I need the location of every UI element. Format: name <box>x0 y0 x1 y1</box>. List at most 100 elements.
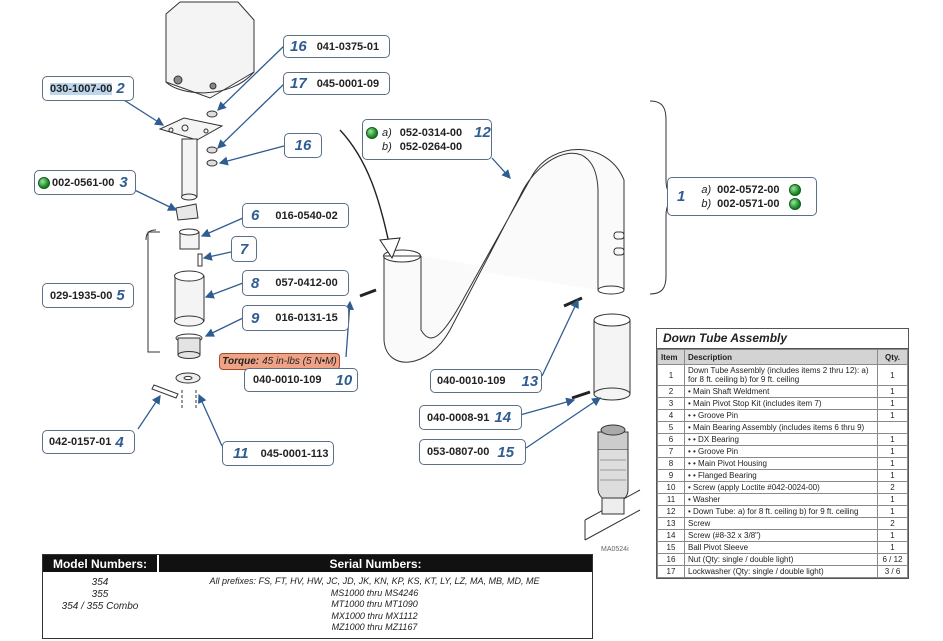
callout-number: 9 <box>251 309 260 327</box>
callout-1: 1 a) 002-0572-00 b) 002-0571-00 <box>667 177 817 216</box>
cell-qty: 2 <box>877 481 908 494</box>
callout-3: 002-0561-00 3 <box>34 170 136 195</box>
callout-15: 053-0807-00 15 <box>419 439 526 465</box>
cell-item: 13 <box>657 517 685 530</box>
callout-9: 9 016-0131-15 <box>242 305 349 331</box>
part-number: 057-0412-00 <box>275 277 338 289</box>
part-number: 045-0001-09 <box>316 77 380 90</box>
callout-number: 13 <box>521 372 539 390</box>
header-description: Description <box>684 349 878 365</box>
main-pivot-housing <box>174 275 205 322</box>
cell-qty: 1 <box>877 457 908 470</box>
callout-13: 040-0010-109 13 <box>430 369 542 393</box>
cell-description: Screw <box>684 517 878 530</box>
callout-number: 4 <box>115 433 124 451</box>
cell-qty: 6 / 12 <box>877 553 908 566</box>
cell-description: • • Groove Pin <box>684 409 878 422</box>
model-number: 354 <box>91 577 109 588</box>
model-number: 355 <box>91 589 109 600</box>
cell-qty: 1 <box>877 433 908 446</box>
cell-qty: 3 / 6 <box>877 565 908 578</box>
ceiling-box <box>165 1 255 99</box>
cell-item: 12 <box>657 505 685 518</box>
cell-description: • • Main Pivot Housing <box>684 457 878 470</box>
drawing-code: MA0524i <box>601 546 629 553</box>
serial-range: MX1000 thru MX1112 <box>331 610 418 621</box>
torque-value: 45 in-lbs (5 N•M) <box>262 356 337 367</box>
part-number: 029-1935-00 <box>50 289 113 302</box>
part-number: 042-0157-01 <box>49 436 112 448</box>
green-dot-icon <box>788 197 801 210</box>
callout-6: 6 016-0540-02 <box>242 203 349 228</box>
serial-prefixes: All prefixes: FS, FT, HV, HW, JC, JD, JK… <box>209 576 540 586</box>
cell-qty: 1 <box>877 445 908 458</box>
cell-item: 5 <box>657 421 685 434</box>
cell-item: 17 <box>657 565 685 578</box>
callout-4: 042-0157-01 4 <box>42 430 135 454</box>
callout-number: 1 <box>677 188 686 205</box>
part-number: 045-0001-113 <box>260 447 329 460</box>
callout-5: 029-1935-00 5 <box>42 283 134 308</box>
option-b-label: b) <box>382 140 392 153</box>
part-number: 016-0540-02 <box>275 209 338 222</box>
assembly-parts-table: Down Tube Assembly Item Description Qty.… <box>656 328 909 579</box>
part-number: 041-0375-01 <box>316 40 380 53</box>
callout-12: a) 052-0314-00 b) 052-0264-00 12 <box>362 119 492 160</box>
serial-numbers-header: Serial Numbers: <box>157 555 592 572</box>
callout-2: 030-1007-00 2 <box>42 76 134 101</box>
cell-description: Down Tube Assembly (includes items 2 thr… <box>684 364 878 386</box>
callout-14: 040-0008-91 14 <box>419 405 522 430</box>
part-number-b: 052-0264-00 <box>399 140 463 153</box>
cell-qty: 1 <box>877 364 908 386</box>
callout-number: 6 <box>251 207 260 224</box>
down-tube-12 <box>383 149 625 363</box>
model-list: 354 355 354 / 355 Combo <box>43 572 157 638</box>
serial-range: MT1000 thru MT1090 <box>331 599 418 609</box>
model-numbers-header: Model Numbers: <box>43 555 157 572</box>
pivot-stop <box>175 203 199 221</box>
cell-qty: 1 <box>877 469 908 482</box>
ball-pivot-sleeve <box>584 424 641 541</box>
cell-item: 15 <box>657 541 685 554</box>
cell-qty: 2 <box>877 517 908 530</box>
part-number: 053-0807-00 <box>427 446 490 458</box>
cell-qty <box>877 421 908 434</box>
callout-number: 10 <box>335 371 353 389</box>
cell-item: 4 <box>657 409 685 422</box>
table-row: 3• Main Pivot Stop Kit (includes item 7)… <box>657 397 908 410</box>
cell-item: 9 <box>657 469 685 482</box>
serial-list: All prefixes: FS, FT, HV, HW, JC, JD, JK… <box>157 572 592 638</box>
part-number: 002-0561-00 <box>52 176 115 189</box>
callout-16-top: 16 041-0375-01 <box>283 35 390 58</box>
callout-17: 17 045-0001-09 <box>283 72 390 95</box>
cell-description: • Main Bearing Assembly (includes items … <box>684 421 878 434</box>
green-dot-icon <box>366 126 378 139</box>
cell-description: Ball Pivot Sleeve <box>684 541 878 554</box>
part-number: 040-0010-109 <box>437 375 506 387</box>
callout-7: 7 <box>231 236 257 262</box>
part-number: 040-0008-91 <box>427 411 490 424</box>
option-a-label: a) <box>701 183 712 196</box>
option-b-label: b) <box>701 197 712 210</box>
cell-qty: 1 <box>877 505 908 518</box>
callout-number: 3 <box>119 174 128 191</box>
table-row: 10• Screw (apply Loctite #042-0024-00)2 <box>657 481 908 494</box>
cell-item: 8 <box>657 457 685 470</box>
serial-numbers-table: Model Numbers: Serial Numbers: 354 355 3… <box>42 554 593 639</box>
cell-description: Screw (#8-32 x 3/8") <box>684 529 878 542</box>
cell-qty: 1 <box>877 397 908 410</box>
cell-qty: 1 <box>877 409 908 422</box>
serial-range: MZ1000 thru MZ1167 <box>331 622 418 632</box>
part-number: 040-0010-109 <box>253 374 322 386</box>
cell-qty: 1 <box>877 385 908 398</box>
callout-number: 12 <box>474 124 491 141</box>
